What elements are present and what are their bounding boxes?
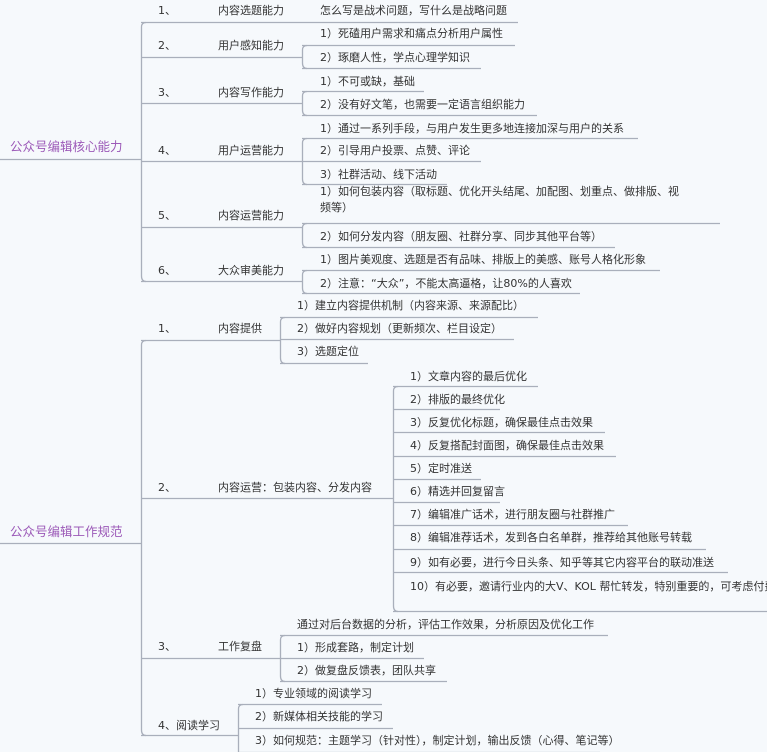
leaf-node: 3）如何规范：主题学习（针对性），制定计划，输出反馈（心得、笔记等） <box>255 734 620 747</box>
branch-number: 3、 <box>158 86 176 99</box>
branch-number: 5、 <box>158 209 176 222</box>
leaf-node: 2）排版的最终优化 <box>410 393 505 406</box>
branch-label: 内容写作能力 <box>218 86 284 99</box>
branch-number: 2、 <box>158 39 176 52</box>
branch-label: 大众审美能力 <box>218 264 284 277</box>
leaf-node: 2）引导用户投票、点赞、评论 <box>320 144 470 157</box>
leaf-node: 1）图片美观度、选题是否有品味、排版上的美感、账号人格化形象 <box>320 253 646 266</box>
leaf-node: 2）如何分发内容（朋友圈、社群分享、同步其他平台等） <box>320 230 602 243</box>
root-topic: 公众号编辑工作规范 <box>10 524 123 539</box>
leaf-node: 1）通过一系列手段，与用户发生更多地连接加深与用户的关系 <box>320 122 624 135</box>
branch-label: 工作复盘 <box>218 640 262 653</box>
bracket-line <box>301 269 308 295</box>
bracket-line <box>279 634 286 683</box>
leaf-node: 2）琢磨人性，学点心理学知识 <box>320 51 470 64</box>
leaf-node: 3）选题定位 <box>297 345 359 358</box>
leaf-node: 1）专业领域的阅读学习 <box>255 687 372 700</box>
branch-number: 3、 <box>158 640 176 653</box>
leaf-node: 4）反复搭配封面图，确保最佳点击效果 <box>410 439 604 452</box>
branch-number: 1、 <box>158 322 176 335</box>
leaf-node: 1）形成套路，制定计划 <box>297 641 414 654</box>
leaf-node: 2）做复盘反馈表，团队共享 <box>297 664 436 677</box>
branch-label: 阅读学习 <box>176 719 220 732</box>
leaf-node: 1）文章内容的最后优化 <box>410 370 527 383</box>
leaf-node: 1）如何包装内容（取标题、优化开头结尾、加配图、划重点、做排版、视频等） <box>320 185 679 214</box>
root-topic: 公众号编辑核心能力 <box>10 139 123 154</box>
leaf-node: 2）做好内容规划（更新频次、栏目设定） <box>297 322 502 335</box>
branch-label: 内容选题能力 <box>218 4 284 17</box>
leaf-node: 2）新媒体相关技能的学习 <box>255 710 383 723</box>
branch-number: 6、 <box>158 264 176 277</box>
bracket-line <box>140 21 147 283</box>
branch-number: 2、 <box>158 481 176 494</box>
leaf-node: 3）反复优化标题，确保最佳点击效果 <box>410 416 593 429</box>
leaf-node: 2）注意：“大众”，不能太高逼格，让80%的人喜欢 <box>320 277 572 290</box>
leaf-node: 1）不可或缺，基础 <box>320 75 415 88</box>
bracket-line <box>301 137 308 186</box>
leaf-node: 6）精选并回复留言 <box>410 485 505 498</box>
branch-label: 内容运营：包装内容、分发内容 <box>218 481 372 494</box>
leaf-node: 9）如有必要，进行今日头条、知乎等其它内容平台的联动准送 <box>410 556 714 569</box>
leaf-node: 7）编辑准广话术，进行朋友圈与社群推广 <box>410 508 615 521</box>
bracket-line <box>237 703 244 752</box>
bracket-line <box>279 316 286 365</box>
branch-label: 内容运营能力 <box>218 209 284 222</box>
bracket-line <box>392 385 399 613</box>
leaf-node: 怎么写是战术问题，写什么是战略问题 <box>320 4 507 17</box>
bracket-line <box>301 222 308 249</box>
branch-label: 用户运营能力 <box>218 144 284 157</box>
branch-label: 用户感知能力 <box>218 39 284 52</box>
leaf-node: 通过对后台数据的分析，评估工作效果，分析原因及优化工作 <box>297 618 594 631</box>
leaf-node: 8）编辑准荐话术，发到各白名单群，推荐给其他账号转载 <box>410 531 692 544</box>
bracket-line <box>140 339 147 737</box>
branch-number: 4、 <box>158 144 176 157</box>
branch-label: 内容提供 <box>218 322 262 335</box>
branch-number: 4、 <box>158 719 176 732</box>
leaf-node: 3）社群活动、线下活动 <box>320 168 437 181</box>
leaf-node: 10）有必要，邀请行业内的大V、KOL 帮忙转发，特别重要的，可考虑付费 <box>410 580 767 593</box>
leaf-node: 1）建立内容提供机制（内容来源、来源配比） <box>297 299 524 312</box>
leaf-node: 2）没有好文笔，也需要一定语言组织能力 <box>320 98 525 111</box>
bracket-line <box>301 90 308 117</box>
leaf-node: 5）定时准送 <box>410 462 472 475</box>
branch-number: 1、 <box>158 4 176 17</box>
leaf-node: 1）死磕用户需求和痛点分析用户属性 <box>320 27 503 40</box>
bracket-line <box>301 44 308 70</box>
